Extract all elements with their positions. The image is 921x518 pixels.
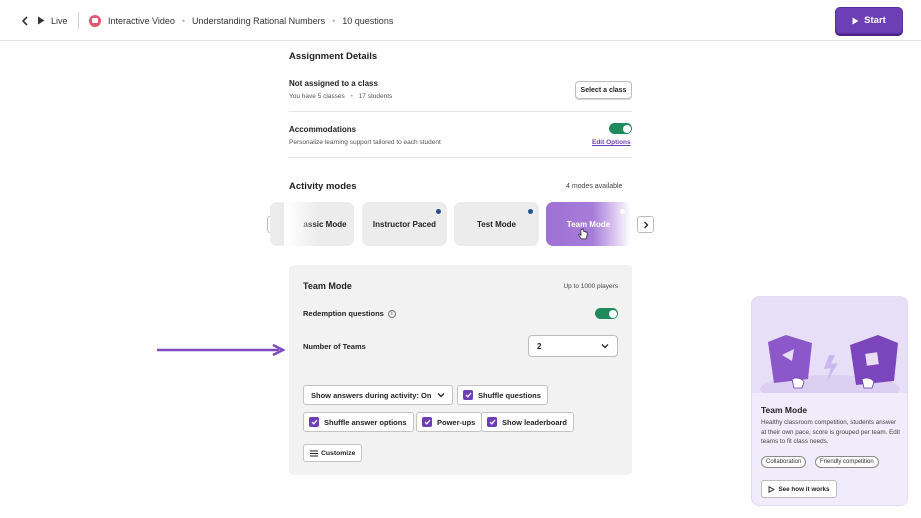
mode-card-test[interactable]: Test Mode	[454, 202, 539, 246]
show-leaderboard-checkbox[interactable]: Show leaderboard	[481, 412, 575, 432]
hand-cursor-icon	[578, 228, 588, 240]
play-icon	[38, 16, 45, 25]
show-answers-label: Show answers during activity: On	[311, 390, 432, 400]
number-of-teams-label: Number of Teams	[303, 342, 366, 351]
tag-friendly-competition: Friendly competition	[815, 456, 879, 468]
class-meta: You have 5 classes • 17 students	[289, 93, 392, 100]
shuffle-questions-checkbox[interactable]: Shuffle questions	[457, 385, 548, 405]
option-label: Show leaderboard	[502, 417, 568, 427]
interactive-video-icon	[89, 14, 101, 27]
chevron-down-icon	[437, 393, 445, 398]
sliders-icon	[310, 450, 318, 456]
chevron-down-icon	[601, 344, 609, 349]
play-icon	[852, 17, 859, 24]
chevron-right-icon	[643, 221, 648, 228]
mode-indicator-dot	[436, 209, 441, 214]
see-how-label: See how it works	[778, 485, 830, 493]
accommodations-toggle[interactable]	[609, 123, 632, 134]
mode-card-team[interactable]: Team Mode	[546, 202, 631, 246]
mode-card-classic[interactable]: assic Mode	[270, 202, 354, 246]
modes-available-count: 4 modes available	[566, 183, 623, 190]
info-card-title: Team Mode	[761, 405, 808, 415]
see-how-it-works-button[interactable]: See how it works	[761, 480, 837, 498]
option-label: Power-ups	[437, 417, 476, 427]
assignment-heading: Assignment Details	[289, 51, 378, 62]
team-mode-settings-panel: Team Mode Up to 1000 players Redemption …	[289, 265, 632, 475]
breadcrumb-item-title: Understanding Rational Numbers	[192, 15, 326, 26]
select-class-button[interactable]: Select a class	[575, 81, 632, 99]
top-bar: Live Interactive Video • Understanding R…	[0, 0, 921, 41]
live-mode-indicator[interactable]: Live	[37, 0, 68, 41]
checkbox-checked-icon	[422, 417, 432, 427]
divider	[289, 111, 632, 112]
mode-card-label: Test Mode	[477, 219, 516, 229]
customize-label: Customize	[321, 449, 356, 457]
tag-collaboration: Collaboration	[761, 456, 807, 468]
activity-modes-heading: Activity modes	[289, 181, 357, 192]
show-answers-dropdown[interactable]: Show answers during activity: On	[303, 385, 454, 405]
class-status-title: Not assigned to a class	[289, 79, 378, 88]
team-mode-illustration	[752, 297, 907, 403]
player-limit: Up to 1000 players	[563, 283, 618, 290]
accommodations-description: Personalize learning support tailored to…	[289, 139, 441, 146]
checkbox-checked-icon	[309, 417, 319, 427]
start-button[interactable]: Start	[835, 7, 903, 34]
accommodations-title: Accommodations	[289, 125, 357, 134]
select-value: 2	[537, 341, 542, 351]
option-label: Shuffle answer options	[324, 417, 407, 427]
edit-options-link[interactable]: Edit Options	[592, 139, 631, 146]
shuffle-answer-options-checkbox[interactable]: Shuffle answer options	[303, 412, 414, 432]
start-button-label: Start	[864, 15, 886, 26]
checkbox-checked-icon	[487, 417, 497, 427]
meta-separator: •	[350, 93, 353, 100]
student-count: 17 students	[358, 93, 393, 100]
option-label: Shuffle questions	[478, 390, 541, 400]
back-button[interactable]	[18, 0, 32, 41]
toggle-knob	[608, 309, 617, 318]
divider	[78, 12, 79, 29]
redemption-label-text: Redemption questions	[303, 309, 384, 318]
divider	[289, 157, 632, 158]
mode-card-instructor-paced[interactable]: Instructor Paced	[362, 202, 447, 246]
breadcrumb-item-count: 10 questions	[342, 15, 394, 26]
customize-button[interactable]: Customize	[303, 444, 363, 462]
breadcrumb: Interactive Video • Understanding Ration…	[89, 0, 393, 41]
info-icon[interactable]: i	[387, 309, 396, 318]
breadcrumb-separator: •	[181, 15, 186, 26]
power-ups-checkbox[interactable]: Power-ups	[416, 412, 483, 432]
live-label: Live	[51, 15, 68, 26]
mode-card-label: Instructor Paced	[372, 219, 437, 229]
mode-indicator-dot	[620, 209, 625, 214]
annotation-arrow-icon	[157, 344, 285, 356]
class-count: You have 5 classes	[289, 93, 345, 100]
play-outline-icon	[769, 485, 776, 493]
chevron-left-icon	[21, 15, 28, 26]
mode-indicator-dot	[528, 209, 533, 214]
redemption-questions-toggle[interactable]	[595, 308, 618, 319]
carousel-next-button[interactable]	[637, 216, 654, 233]
checkbox-checked-icon	[463, 390, 473, 400]
toggle-knob	[622, 124, 631, 133]
mode-card-label: Team Mode	[566, 219, 611, 229]
team-mode-info-card: Team Mode Healthy classroom competition,…	[751, 296, 908, 506]
number-of-teams-select[interactable]: 2	[528, 335, 618, 357]
breadcrumb-separator: •	[332, 15, 336, 26]
breadcrumb-item-type: Interactive Video	[108, 15, 175, 26]
info-card-description: Healthy classroom competition, students …	[761, 419, 900, 445]
team-flags-icon	[760, 335, 900, 403]
mode-card-label: assic Mode	[303, 219, 347, 229]
redemption-questions-label: Redemption questions i	[303, 309, 396, 318]
panel-title: Team Mode	[303, 281, 352, 291]
